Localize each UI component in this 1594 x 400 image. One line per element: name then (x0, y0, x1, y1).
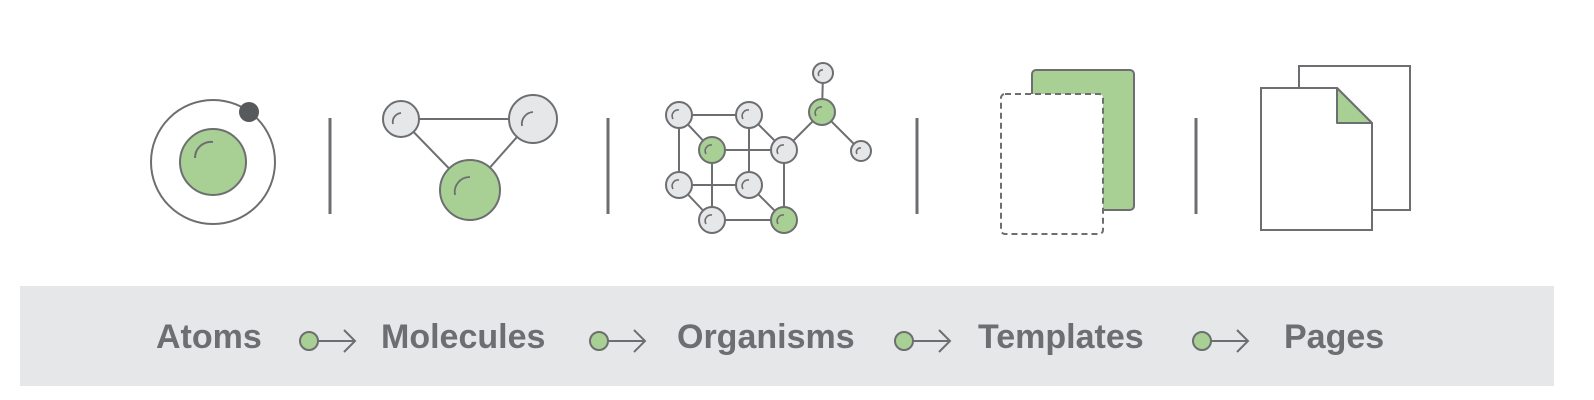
stage-label-bar: Atoms Molecules Organisms Templates Page… (20, 286, 1554, 386)
pages-icon (1260, 65, 1411, 231)
label-templates: Templates (978, 318, 1144, 356)
label-molecules: Molecules (381, 318, 546, 356)
arrow-right-icon (299, 329, 357, 353)
atom-icon (150, 99, 276, 225)
arrow-right-icon (589, 329, 647, 353)
arrow-right-icon (894, 329, 952, 353)
label-organisms: Organisms (677, 318, 855, 356)
template-icon (1000, 69, 1135, 235)
stage-icons (150, 62, 1411, 235)
label-pages: Pages (1284, 318, 1385, 356)
arrow-right-icon (1192, 329, 1250, 353)
organism-icon (665, 62, 872, 234)
label-atoms: Atoms (156, 318, 262, 356)
molecule-icon (382, 94, 558, 221)
